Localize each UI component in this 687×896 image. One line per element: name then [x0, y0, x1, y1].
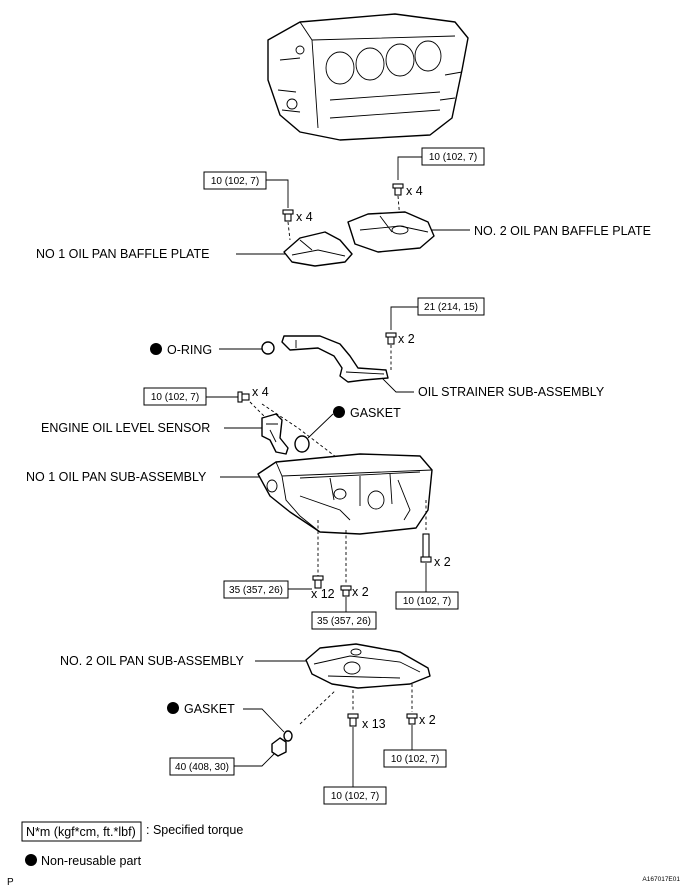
- bolt-quantity: x 2: [398, 332, 415, 346]
- no1-baffle-plate-label: NO 1 OIL PAN BAFFLE PLATE: [36, 247, 209, 261]
- page-mark: P: [7, 877, 14, 888]
- no1-oil-pan-label: NO 1 OIL PAN SUB-ASSEMBLY: [26, 470, 207, 484]
- drain-gasket: [283, 730, 293, 742]
- oil-strainer-label: OIL STRAINER SUB-ASSEMBLY: [418, 385, 605, 399]
- no2-oil-pan-sub-assembly: [305, 643, 431, 689]
- bolt-icon: [237, 391, 250, 403]
- torque-value: 10 (102, 7): [331, 791, 379, 802]
- torque-box-pan1-12: 35 (357, 26): [223, 580, 289, 599]
- bolt-quantity: x 2: [434, 555, 451, 569]
- torque-value: 21 (214, 15): [424, 302, 478, 313]
- o-ring: [261, 341, 275, 355]
- non-reusable-marker: [25, 854, 37, 866]
- no1-oil-pan-sub-assembly: [257, 453, 433, 535]
- bolt-quantity: x 2: [352, 585, 369, 599]
- drain-plug: [271, 737, 287, 757]
- torque-box-pan2-2: 10 (102, 7): [383, 749, 447, 768]
- legend-non-reusable-label: Non-reusable part: [41, 854, 142, 868]
- bolt-icon: [347, 713, 359, 727]
- bolt-quantity: x 4: [252, 385, 269, 399]
- engine-oil-level-sensor: [261, 413, 289, 455]
- torque-box-strainer: 21 (214, 15): [417, 297, 485, 316]
- torque-box-drain-plug: 40 (408, 30): [169, 757, 235, 776]
- torque-value: 10 (102, 7): [403, 596, 451, 607]
- bolt-quantity: x 4: [296, 210, 313, 224]
- bolt-icon: [340, 585, 352, 597]
- no2-oil-pan-baffle-plate: [347, 211, 435, 253]
- gasket-drain-label: GASKET: [184, 702, 235, 716]
- no2-baffle-plate-label: NO. 2 OIL PAN BAFFLE PLATE: [474, 224, 651, 238]
- no2-oil-pan-label: NO. 2 OIL PAN SUB-ASSEMBLY: [60, 654, 245, 668]
- torque-value: 35 (357, 26): [317, 616, 371, 627]
- torque-value: 10 (102, 7): [151, 392, 199, 403]
- torque-value: 10 (102, 7): [391, 754, 439, 765]
- torque-value: 35 (357, 26): [229, 585, 283, 596]
- non-reusable-marker: [333, 406, 345, 418]
- engine-oil-level-sensor-label: ENGINE OIL LEVEL SENSOR: [41, 421, 210, 435]
- legend-torque-desc: : Specified torque: [146, 823, 243, 837]
- gasket-sensor-label: GASKET: [350, 406, 401, 420]
- torque-box-pan1-2a: 35 (357, 26): [311, 611, 377, 630]
- o-ring-label: O-RING: [167, 343, 212, 357]
- bolt-quantity: x 13: [362, 717, 386, 731]
- long-bolt-icon: [420, 533, 432, 563]
- bolt-quantity: x 4: [406, 184, 423, 198]
- torque-box-pan2-13: 10 (102, 7): [323, 786, 387, 805]
- legend-non-reusable: Non-reusable part: [25, 854, 142, 868]
- no1-oil-pan-baffle-plate: [283, 231, 353, 267]
- oil-strainer-sub-assembly: [281, 335, 389, 383]
- bolt-icon: [312, 575, 324, 589]
- torque-box-pan1-2b: 10 (102, 7): [395, 591, 459, 610]
- bolt-quantity: x 2: [419, 713, 436, 727]
- engine-block-illustration: [267, 13, 469, 141]
- non-reusable-marker: [150, 343, 162, 355]
- torque-box-no1-baffle: 10 (102, 7): [203, 171, 267, 190]
- sensor-gasket: [294, 435, 310, 453]
- bolt-icon: [406, 713, 418, 725]
- figure-id: A167017E01: [642, 876, 680, 883]
- legend-torque: N*m (kgf*cm, ft.*lbf) : Specified torque: [21, 821, 243, 842]
- bolt-icon: [385, 332, 397, 345]
- torque-box-sensor: 10 (102, 7): [143, 387, 207, 406]
- torque-value: 40 (408, 30): [175, 762, 229, 773]
- torque-value: 10 (102, 7): [211, 176, 259, 187]
- bolt-icon: [282, 209, 294, 222]
- torque-box-no2-baffle: 10 (102, 7): [421, 147, 485, 166]
- legend-torque-unit: N*m (kgf*cm, ft.*lbf): [26, 825, 136, 839]
- bolt-icon: [392, 183, 404, 196]
- non-reusable-marker: [167, 702, 179, 714]
- torque-value: 10 (102, 7): [429, 152, 477, 163]
- bolt-quantity: x 12: [311, 587, 335, 601]
